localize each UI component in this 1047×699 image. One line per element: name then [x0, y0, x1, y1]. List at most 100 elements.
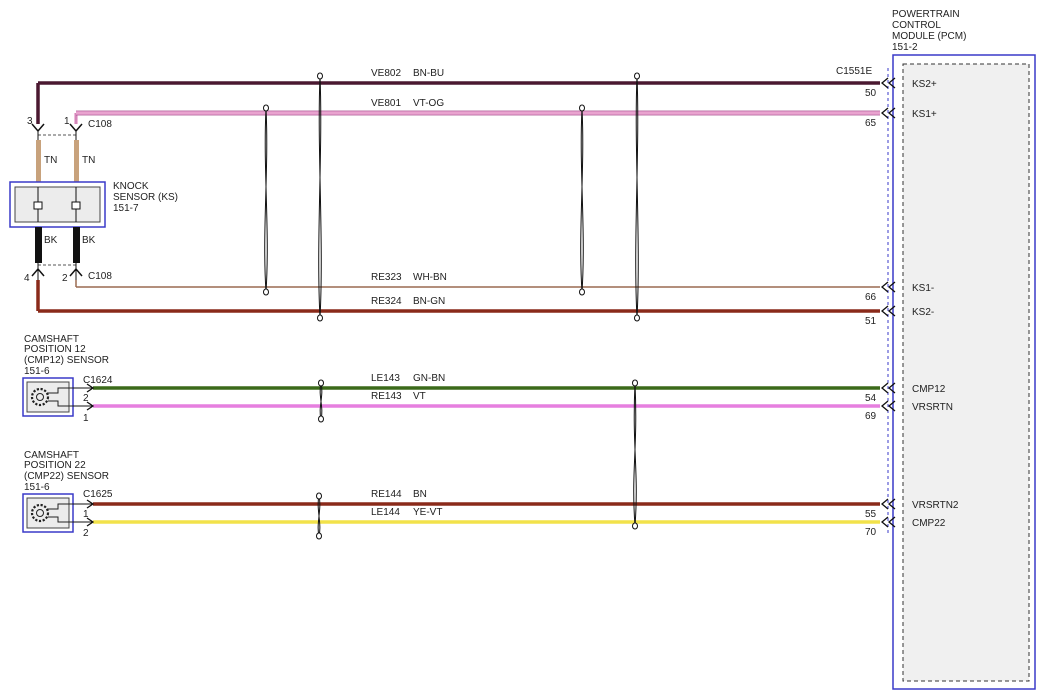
cmp22-title-line-3: (CMP22) SENSOR: [24, 471, 109, 482]
twist-marker: [635, 75, 639, 319]
wire-color-code: WH-BN: [413, 272, 447, 283]
ks-lead-tn-right: [74, 140, 79, 182]
ks-terminal-right: [71, 201, 81, 210]
pcm-pin-arrow: [880, 281, 889, 293]
pcm-pin-label: KS1+: [912, 109, 937, 120]
pcm-pin-number: 50: [865, 88, 877, 99]
twist-marker-cap: [632, 379, 638, 387]
cmp22-sensor: CAMSHAFT POSITION 22 (CMP22) SENSOR 151-…: [22, 450, 113, 539]
pcm-pin-number: 51: [865, 316, 877, 327]
twist-marker-cap: [318, 415, 324, 423]
pcm-pin-arrow: [887, 400, 896, 412]
ks-pin-4: 4: [24, 273, 30, 284]
pcm-pin-label: CMP12: [912, 384, 946, 395]
pcm-pin-arrow: [880, 498, 889, 510]
pcm-pin-arrow: [887, 107, 896, 119]
ks-lead-bk-left: [35, 227, 42, 263]
pcm-pin-arrow: [880, 382, 889, 394]
twist-marker-cap: [634, 314, 640, 322]
cmp12-internal-leads: [48, 387, 73, 407]
circuit-number: RE323: [371, 272, 402, 283]
cmp12-title-line-2: POSITION 12: [24, 344, 86, 355]
ks-pin-1-arrow: [69, 123, 83, 133]
pcm-pin-number: 54: [865, 393, 877, 404]
pcm-pin-label: VRSRTN2: [912, 500, 959, 511]
twist-marker-cap: [317, 72, 323, 80]
twist-marker-cap: [634, 72, 640, 80]
circuit-number: LE144: [371, 507, 400, 518]
cmp12-gear-hub: [36, 393, 44, 401]
cmp22-title-line-1: CAMSHAFT: [24, 450, 79, 461]
twist-marker-cap: [632, 522, 638, 530]
cmp22-pin-b: 2: [83, 528, 89, 539]
cmp22-gear-icon: [30, 503, 50, 523]
cmp22-connector-label: C1625: [83, 489, 113, 500]
ks-terminal-left: [33, 201, 43, 210]
pcm-pin-arrow: [880, 107, 889, 119]
wire-color-code: BN-BU: [413, 68, 444, 79]
wire-color-code: YE-VT: [413, 507, 442, 518]
pcm-pin-label: CMP22: [912, 518, 946, 529]
pcm-module: POWERTRAIN CONTROL MODULE (PCM) 151-2 C1…: [836, 9, 1036, 690]
twist-marker-cap: [317, 314, 323, 322]
twist-marker: [580, 107, 584, 293]
twist-marker-cap: [579, 288, 585, 296]
cmp22-internal-leads: [48, 503, 73, 523]
ks-sensor-inner: [14, 186, 101, 223]
pcm-pin-number: 66: [865, 292, 877, 303]
cmp12-connector-label: C1624: [83, 375, 113, 386]
ks-lead-color-top-left: TN: [44, 155, 57, 166]
twisted-pair-markers: [263, 72, 640, 540]
cmp22-pin-a: 1: [83, 509, 89, 520]
ks-lead-bk-right: [73, 227, 80, 263]
pcm-pin-label: KS2-: [912, 307, 934, 318]
cmp12-title-line-3: (CMP12) SENSOR: [24, 355, 109, 366]
circuit-ve801: VE801 VT-OG 65 KS1+: [76, 98, 937, 129]
wire-color-code: GN-BN: [413, 373, 445, 384]
ks-pin-3: 3: [27, 116, 33, 127]
twist-marker-cap: [316, 492, 322, 500]
pcm-inner-box: [902, 63, 1030, 682]
pcm-pin-arrow: [887, 498, 896, 510]
cmp12-sensor: CAMSHAFT POSITION 12 (CMP12) SENSOR 151-…: [22, 334, 113, 424]
pcm-connector-label: C1551E: [836, 66, 872, 77]
ks-lead-tn-left: [36, 140, 41, 182]
ks-lead-color-top-right: TN: [82, 155, 95, 166]
ks-pin-2: 2: [62, 273, 68, 284]
twist-marker-cap: [318, 379, 324, 387]
twist-marker-cap: [263, 104, 269, 112]
cmp12-gear-icon: [30, 387, 50, 407]
cmp22-title-line-2: POSITION 22: [24, 460, 86, 471]
pcm-pin-arrow: [887, 281, 896, 293]
twist-marker: [635, 75, 639, 319]
cmp22-gear-hub: [36, 509, 44, 517]
cmp12-pin-a: 2: [83, 393, 89, 404]
ks-lead-color-bottom-right: BK: [82, 235, 96, 246]
pcm-pin-number: 69: [865, 411, 877, 422]
pcm-pin-number: 55: [865, 509, 877, 520]
ks-connector-top-label: C108: [88, 119, 112, 130]
pcm-pin-arrow: [887, 305, 896, 317]
twist-marker-cap: [579, 104, 585, 112]
wire-color-code: VT-OG: [413, 98, 444, 109]
wire-color-code: VT: [413, 391, 426, 402]
pcm-pin-label: KS1-: [912, 283, 934, 294]
wire-color-code: BN: [413, 489, 427, 500]
cmp12-title-line-4: 151-6: [24, 366, 50, 377]
pcm-pin-arrow: [880, 305, 889, 317]
twist-marker: [264, 107, 268, 293]
ks-pin-1: 1: [64, 116, 70, 127]
ks-title-line-1: KNOCK: [113, 181, 149, 192]
cmp12-title-line-1: CAMSHAFT: [24, 334, 79, 345]
twist-marker: [264, 107, 268, 293]
pcm-pin-number: 65: [865, 118, 877, 129]
pcm-pin-arrow: [880, 400, 889, 412]
circuit-number: VE801: [371, 98, 401, 109]
